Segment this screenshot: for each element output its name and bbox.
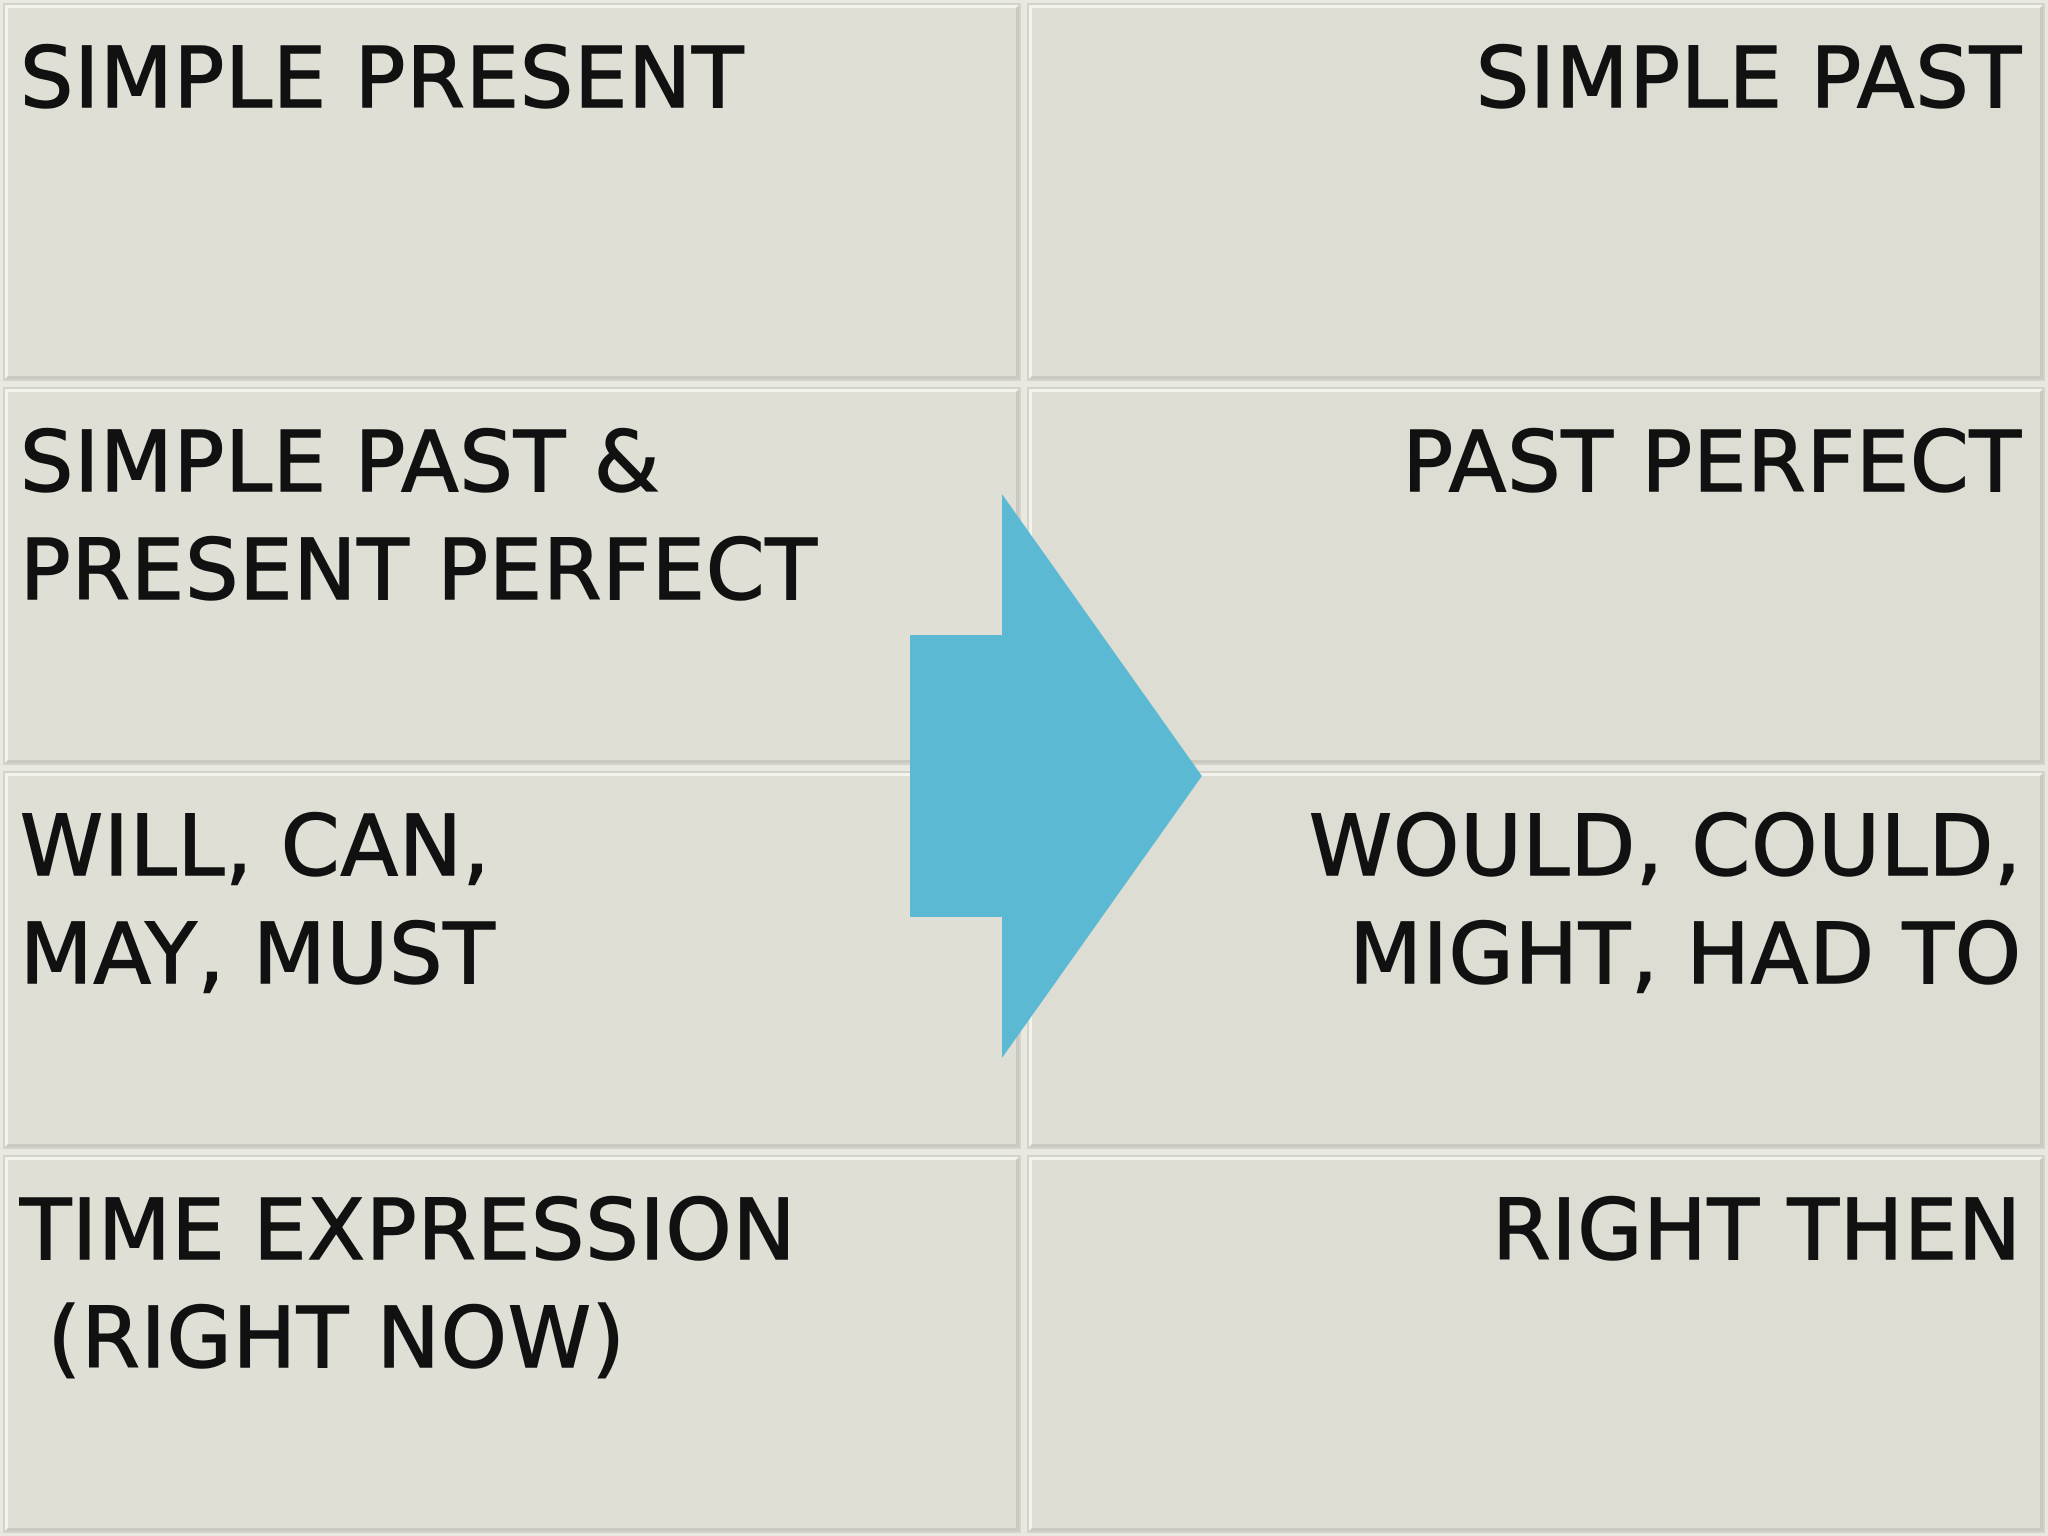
label-time-expression: Time expression (right now) (19, 1180, 797, 1388)
tile-simple-past: Simple past (1029, 5, 2043, 379)
tile-right-then: Right then (1029, 1157, 2043, 1531)
label-simple-present: Simple present (19, 28, 745, 128)
label-simple-past: Simple past (1475, 28, 2022, 128)
tile-simple-past-present-perfect: Simple past & present perfect (5, 389, 1019, 763)
label-would-could-might-had-to: Would, could, might, had to (1308, 796, 2022, 1004)
arrow-shape (910, 494, 1202, 1058)
tile-simple-present: Simple present (5, 5, 1019, 379)
tile-would-could-might-had-to: Would, could, might, had to (1029, 773, 2043, 1147)
tile-past-perfect: Past perfect (1029, 389, 2043, 763)
label-will-can-may-must: Will, can, may, must (19, 796, 496, 1004)
right-arrow-icon (910, 494, 1202, 1058)
tile-will-can-may-must: Will, can, may, must (5, 773, 1019, 1147)
label-simple-past-present-perfect: Simple past & present perfect (19, 412, 818, 620)
label-right-then: Right then (1491, 1180, 2022, 1280)
tile-time-expression: Time expression (right now) (5, 1157, 1019, 1531)
label-past-perfect: Past perfect (1402, 412, 2022, 512)
